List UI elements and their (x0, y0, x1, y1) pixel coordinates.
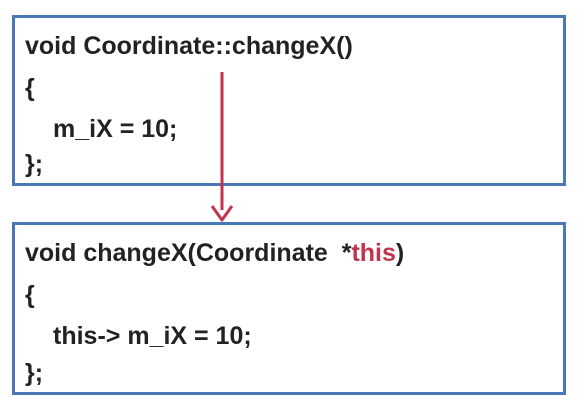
close-brace: }; (25, 150, 44, 178)
member-function-box: void Coordinate::changeX() { m_iX = 10; … (12, 15, 566, 186)
function-signature: void Coordinate::changeX() (25, 32, 353, 60)
this-assignment-statement: this-> m_iX = 10; (53, 322, 252, 350)
arrow-head (210, 205, 234, 222)
this-keyword: this (351, 239, 396, 267)
open-brace: { (25, 281, 35, 309)
close-brace: }; (25, 359, 44, 387)
function-signature-translated: void changeX(Coordinate *this) (25, 238, 404, 268)
assignment-statement: m_iX = 10; (53, 115, 178, 143)
open-brace: { (25, 74, 35, 102)
signature-suffix: ) (395, 239, 405, 267)
signature-prefix: void changeX(Coordinate * (25, 239, 352, 267)
translated-function-box: void changeX(Coordinate *this) { this-> … (12, 222, 566, 395)
